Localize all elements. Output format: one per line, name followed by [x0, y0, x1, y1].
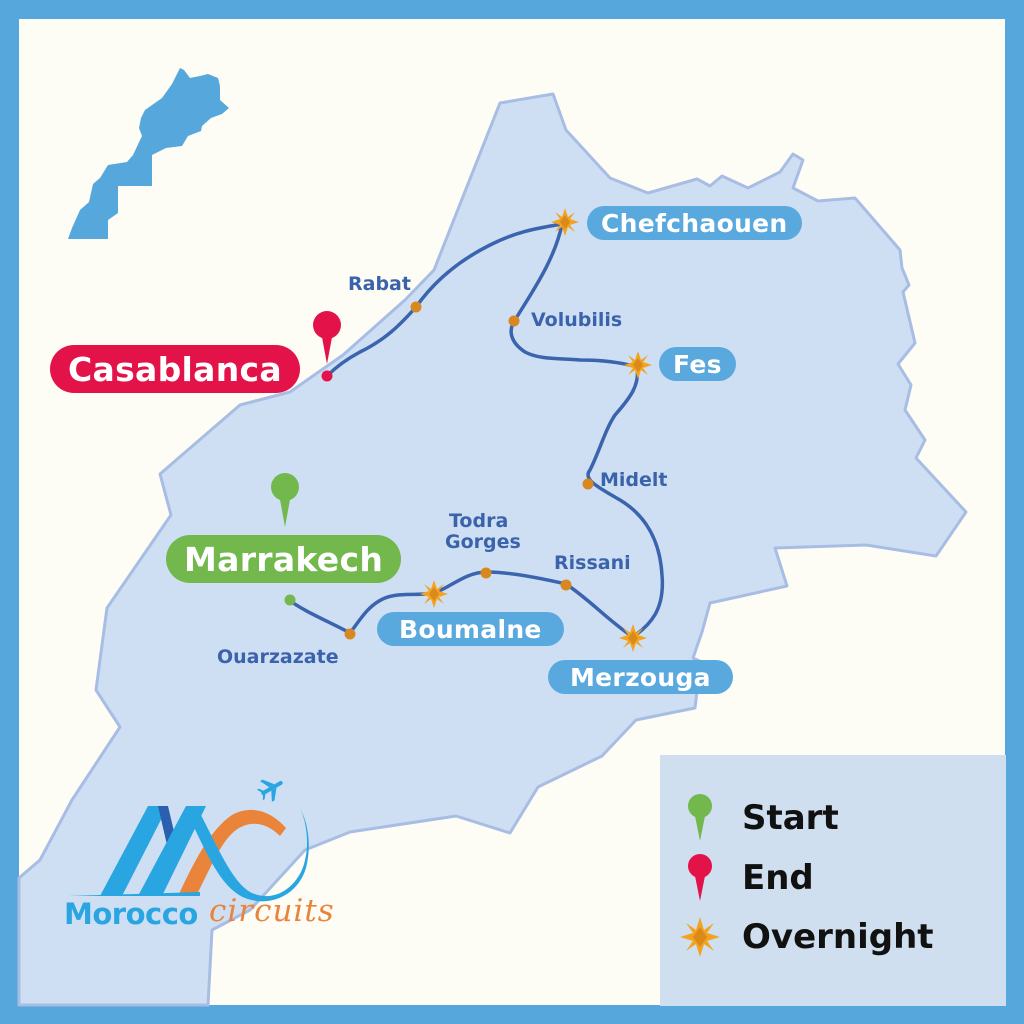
- overnight-star-icon-boumalne[interactable]: [420, 580, 448, 608]
- stop-label-todra: Todra: [449, 510, 509, 532]
- legend-label-overnight: Overnight: [742, 917, 934, 957]
- overnight-star-icon-fes[interactable]: [624, 351, 652, 379]
- country-land: [17, 92, 968, 1007]
- map-legend: Start End Overnight: [660, 755, 1006, 1006]
- city-label-merzouga[interactable]: Merzouga: [548, 660, 733, 694]
- stop-label-midelt: Midelt: [600, 469, 668, 491]
- overnight-star-icon-chefchaouen[interactable]: [551, 208, 579, 236]
- stop-label-gorges: Gorges: [445, 531, 521, 553]
- city-label-chefchaouen[interactable]: Chefchaouen: [587, 206, 802, 240]
- stop-label-rissani: Rissani: [554, 552, 631, 574]
- logo-mark-icon: [68, 779, 309, 902]
- waypoint-rabat[interactable]: [410, 301, 422, 313]
- city-label-boumalne[interactable]: Boumalne: [377, 612, 564, 646]
- waypoint-ouarzazate[interactable]: [344, 628, 356, 640]
- orange-star-icon: [680, 912, 720, 962]
- red-pin-icon: [680, 853, 720, 903]
- waypoint-rissani[interactable]: [560, 579, 572, 591]
- legend-item-overnight: Overnight: [680, 912, 934, 962]
- start-pin-icon[interactable]: [271, 473, 299, 527]
- end-point-dot[interactable]: [321, 370, 333, 382]
- start-point-dot[interactable]: [284, 594, 296, 606]
- legend-label-start: Start: [742, 798, 839, 838]
- end-pin-icon[interactable]: [313, 311, 341, 364]
- stop-label-volubilis: Volubilis: [531, 309, 623, 331]
- tour-route-line: [287, 221, 665, 640]
- city-label-fes[interactable]: Fes: [659, 347, 736, 381]
- overnight-star-icon-merzouga[interactable]: [619, 624, 647, 652]
- city-label-casablanca[interactable]: Casablanca: [50, 345, 300, 393]
- waypoint-midelt[interactable]: [582, 478, 594, 490]
- city-label-marrakech[interactable]: Marrakech: [166, 535, 402, 583]
- waypoint-volubilis[interactable]: [508, 315, 520, 327]
- waypoint-todra-gorges[interactable]: [480, 567, 492, 579]
- inset-country-silhouette: [68, 68, 229, 239]
- stop-label-rabat: Rabat: [348, 273, 411, 295]
- logo-text-morocco: Morocco: [64, 897, 198, 931]
- waypoint-dots: [344, 301, 594, 640]
- logo-text-circuits: circuits: [209, 893, 335, 929]
- legend-label-end: End: [742, 858, 814, 898]
- legend-item-end: End: [680, 853, 814, 903]
- legend-item-start: Start: [680, 793, 839, 843]
- green-pin-icon: [680, 793, 720, 843]
- stop-label-ouarzazate: Ouarzazate: [217, 646, 339, 668]
